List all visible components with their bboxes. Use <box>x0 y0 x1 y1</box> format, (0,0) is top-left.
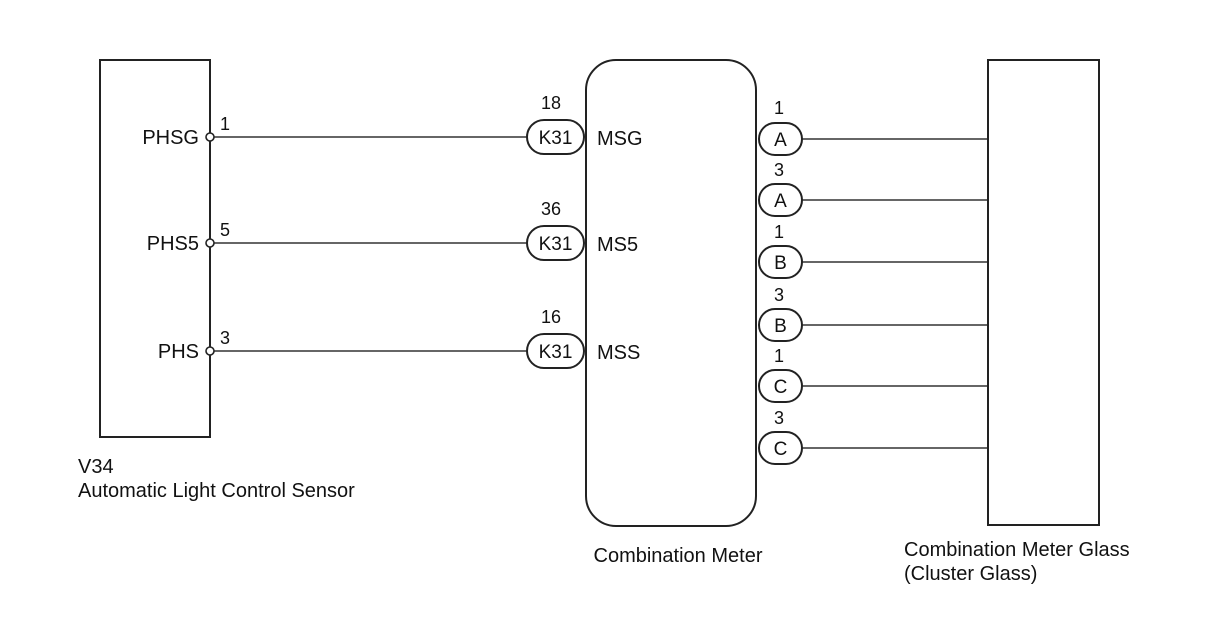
sensor-pin-row-2: PHS 3 <box>158 328 527 363</box>
output-connector-label: C <box>774 377 788 398</box>
connector-k31 <box>526 225 585 261</box>
meter-box <box>585 59 757 527</box>
sensor-box <box>99 59 211 438</box>
meter-input-0: 18 K31 MSG <box>526 93 643 155</box>
output-pin-number: 1 <box>774 222 784 242</box>
meter-name: Combination Meter <box>594 545 763 567</box>
meter-input-1: 36 K31 MS5 <box>526 199 638 261</box>
output-connector-label: B <box>774 253 787 274</box>
sensor-signal-label: PHS <box>158 341 199 363</box>
meter-output-1: 3 A <box>758 160 988 217</box>
sensor-name: Automatic Light Control Sensor <box>78 480 355 502</box>
terminal-dot <box>205 346 215 356</box>
sensor-pin-number: 1 <box>220 114 230 134</box>
connector-output <box>758 308 803 342</box>
meter-output-0: 1 A <box>758 98 988 156</box>
connector-label: K31 <box>539 342 573 363</box>
output-connector-label: A <box>774 191 787 212</box>
connector-output <box>758 369 803 403</box>
sensor-signal-label: PHSG <box>142 127 199 149</box>
connector-label: K31 <box>539 128 573 149</box>
sensor-signal-label: PHS5 <box>147 233 199 255</box>
connector-output <box>758 431 803 465</box>
sensor-pin-row-1: PHS5 5 <box>147 220 527 255</box>
connector-pin-number: 16 <box>541 307 561 327</box>
connector-pin-number: 18 <box>541 93 561 113</box>
connector-output <box>758 183 803 217</box>
connector-k31 <box>526 119 585 155</box>
meter-signal-label: MSG <box>597 128 643 150</box>
meter-output-5: 3 C <box>758 408 988 465</box>
glass-name-line1: Combination Meter Glass <box>904 539 1130 561</box>
terminal-dot <box>205 132 215 142</box>
output-pin-number: 3 <box>774 160 784 180</box>
connector-k31 <box>526 333 585 369</box>
meter-output-4: 1 C <box>758 346 988 403</box>
sensor-pin-number: 3 <box>220 328 230 348</box>
output-pin-number: 3 <box>774 408 784 428</box>
meter-output-3: 3 B <box>758 285 988 342</box>
connector-output <box>758 122 803 156</box>
output-connector-label: A <box>774 130 787 151</box>
connector-output <box>758 245 803 279</box>
connector-pin-number: 36 <box>541 199 561 219</box>
meter-output-2: 1 B <box>758 222 988 279</box>
meter-signal-label: MS5 <box>597 234 638 256</box>
glass-box <box>987 59 1100 526</box>
output-pin-number: 1 <box>774 98 784 118</box>
sensor-pin-number: 5 <box>220 220 230 240</box>
output-connector-label: C <box>774 439 788 460</box>
glass-name-line2: (Cluster Glass) <box>904 563 1037 585</box>
connector-label: K31 <box>539 234 573 255</box>
sensor-code: V34 <box>78 456 114 478</box>
meter-input-2: 16 K31 MSS <box>526 307 640 369</box>
output-connector-label: B <box>774 316 787 337</box>
output-pin-number: 3 <box>774 285 784 305</box>
sensor-pin-row-0: PHSG 1 <box>142 114 527 149</box>
meter-signal-label: MSS <box>597 342 640 364</box>
terminal-dot <box>205 238 215 248</box>
output-pin-number: 1 <box>774 346 784 366</box>
